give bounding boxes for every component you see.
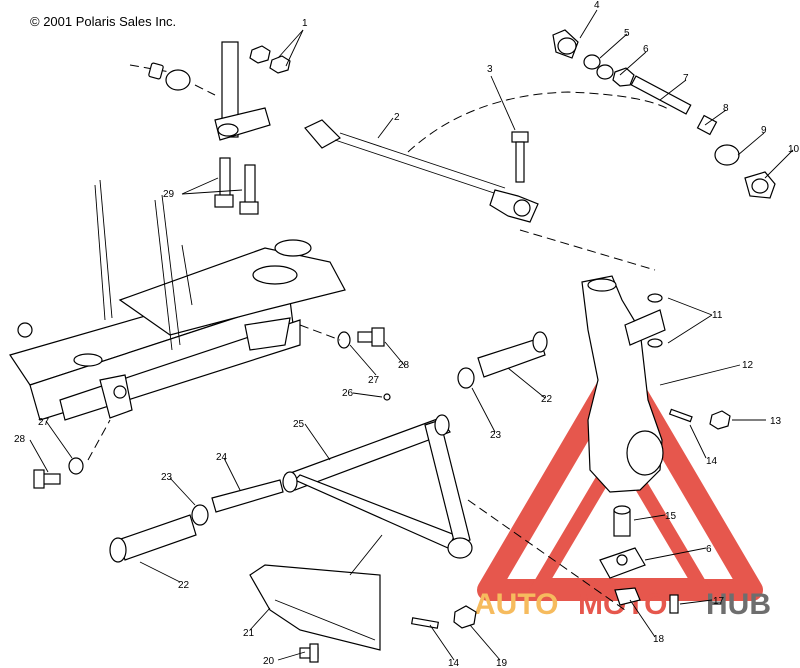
callout-23a: 23 [490, 430, 502, 441]
callout-7: 7 [683, 73, 689, 84]
mount-hardware-right [299, 324, 385, 349]
callout-14b: 14 [448, 658, 460, 668]
rod-end-assembly [552, 9, 794, 199]
callout-6a: 6 [643, 44, 649, 55]
callout-23b: 23 [161, 472, 173, 483]
callout-9: 9 [761, 125, 767, 136]
callout-28a: 28 [398, 360, 410, 371]
callouts: 1 2 3 4 5 6 7 8 9 10 11 12 13 14 15 6 17… [14, 0, 800, 668]
callout-13: 13 [770, 416, 782, 427]
callout-10: 10 [788, 144, 800, 155]
callout-2: 2 [394, 112, 400, 123]
copyright-text: © 2001 Polaris Sales Inc. [30, 14, 176, 29]
a-arm-guard [249, 534, 383, 651]
callout-22b: 22 [178, 580, 190, 591]
callout-18: 18 [653, 634, 665, 645]
watermark-part3: HUB [706, 588, 771, 621]
callout-19: 19 [496, 658, 508, 668]
callout-12: 12 [742, 360, 754, 371]
callout-27b: 27 [38, 417, 50, 428]
callout-27a: 27 [368, 375, 380, 386]
callout-22a: 22 [541, 394, 553, 405]
callout-1: 1 [302, 18, 308, 29]
watermark-part1: AUTO [474, 588, 558, 621]
callout-28b: 28 [14, 434, 26, 445]
callout-14a: 14 [706, 456, 718, 467]
callout-26: 26 [342, 388, 354, 399]
callout-17: 17 [713, 596, 725, 607]
callout-15: 15 [665, 511, 677, 522]
bottom-hardware [299, 605, 477, 663]
callout-8: 8 [723, 103, 729, 114]
a-arm [282, 414, 473, 559]
callout-4: 4 [594, 0, 600, 11]
callout-21: 21 [243, 628, 255, 639]
spindle-hardware [467, 408, 731, 614]
frame [9, 179, 346, 421]
leader-lines [29, 29, 766, 661]
bushings [109, 331, 548, 563]
callout-29: 29 [163, 189, 175, 200]
callout-5: 5 [624, 28, 630, 39]
callout-20: 20 [263, 656, 275, 667]
callout-6b: 6 [706, 544, 712, 555]
spindle [519, 229, 666, 493]
grease-fitting [383, 393, 391, 401]
mount-hardware-left [33, 419, 111, 489]
watermark-triangle-inner [527, 436, 713, 592]
frame-bolts [181, 157, 259, 215]
callout-24: 24 [216, 452, 228, 463]
callout-3: 3 [487, 64, 493, 75]
callout-25: 25 [293, 419, 305, 430]
callout-11: 11 [712, 310, 723, 321]
tie-rod-assembly [129, 41, 671, 223]
